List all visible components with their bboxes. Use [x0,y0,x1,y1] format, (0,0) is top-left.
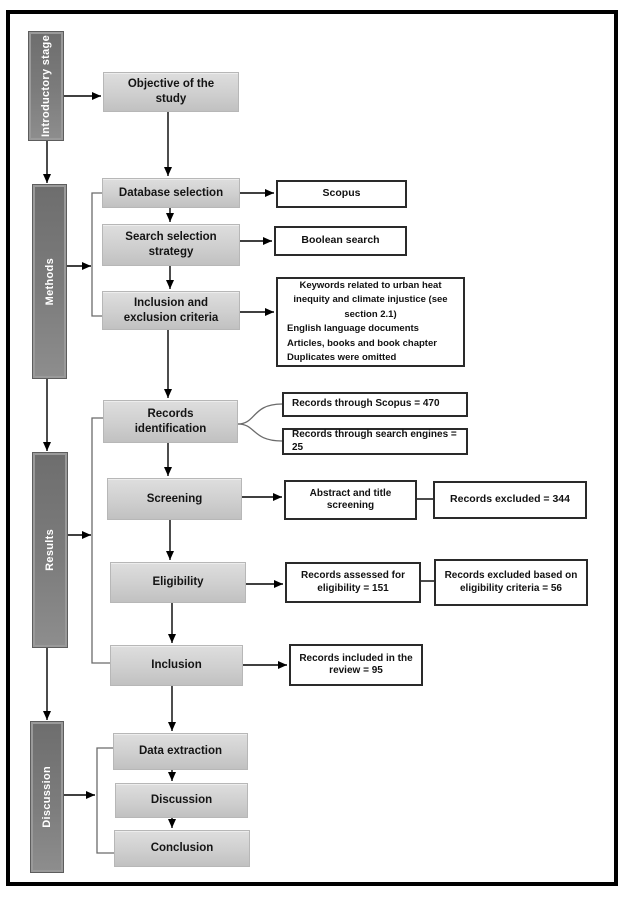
detail-records-excluded-label: Records excluded = 344 [450,493,570,506]
flow-data-extraction: Data extraction [113,733,248,770]
flow-search-strategy: Search selection strategy [102,224,240,266]
flow-search-strategy-label: Search selection strategy [125,231,217,258]
flow-database-selection: Database selection [102,178,240,208]
detail-boolean-search: Boolean search [274,226,407,256]
stage-results: Results [32,452,68,648]
flow-discussion-label: Discussion [150,794,213,807]
detail-abstract-title-screening-label: Abstract and title screening [309,487,392,512]
detail-records-excluded-eligibility: Records excluded based on eligibility cr… [434,559,588,606]
stage-results-label: Results [44,529,56,571]
detail-criteria-list: Keywords related to urban heat inequity … [276,277,465,367]
detail-boolean-search-label: Boolean search [301,234,380,247]
detail-records-search-engines: Records through search engines = 25 [282,428,468,455]
flow-records-identification-label: Records identification [134,407,207,435]
flow-conclusion: Conclusion [114,830,250,867]
flow-discussion: Discussion [115,783,248,818]
flow-inclusion-exclusion-label: Inclusion and exclusion criteria [123,296,219,324]
criteria-item: Articles, books and book chapter [287,337,437,349]
detail-records-included-label: Records included in the review = 95 [299,652,413,677]
flow-eligibility-label: Eligibility [152,576,204,589]
flow-objective: Objective of the study [103,72,239,112]
detail-abstract-title-screening: Abstract and title screening [284,480,417,520]
flow-screening-label: Screening [146,492,203,505]
detail-records-excluded: Records excluded = 344 [433,481,587,519]
detail-records-excluded-eligibility-label: Records excluded based on eligibility cr… [444,570,578,594]
stage-discussion: Discussion [30,721,64,873]
flow-conclusion-label: Conclusion [150,842,214,855]
detail-records-scopus: Records through Scopus = 470 [282,392,468,417]
flow-database-selection-label: Database selection [118,186,224,199]
detail-records-scopus-label: Records through Scopus = 470 [292,398,440,410]
stage-discussion-label: Discussion [41,766,53,828]
flow-inclusion-label: Inclusion [151,659,202,672]
detail-records-search-engines-label: Records through search engines = 25 [292,429,457,453]
stage-introductory: Introductory stage [28,31,64,141]
stage-introductory-label: Introductory stage [40,35,52,137]
detail-records-included: Records included in the review = 95 [289,644,423,686]
flow-objective-label: Objective of the study [127,78,215,105]
stage-methods: Methods [32,184,67,379]
detail-records-assessed: Records assessed for eligibility = 151 [285,562,421,603]
flow-inclusion: Inclusion [110,645,243,686]
diagram-outer-frame [6,10,618,886]
flow-records-identification: Records identification [103,400,238,443]
detail-records-assessed-label: Records assessed for eligibility = 151 [301,570,405,594]
flow-inclusion-exclusion: Inclusion and exclusion criteria [102,291,240,330]
criteria-item: English language documents [287,323,419,334]
detail-scopus: Scopus [276,180,407,208]
flow-eligibility: Eligibility [110,562,246,603]
flow-data-extraction-label: Data extraction [138,745,223,758]
flow-screening: Screening [107,478,242,520]
stage-methods-label: Methods [43,257,56,306]
criteria-item: Duplicates were omitted [287,352,397,363]
detail-scopus-label: Scopus [322,187,361,200]
criteria-item: Keywords related to urban heat inequity … [293,279,448,320]
